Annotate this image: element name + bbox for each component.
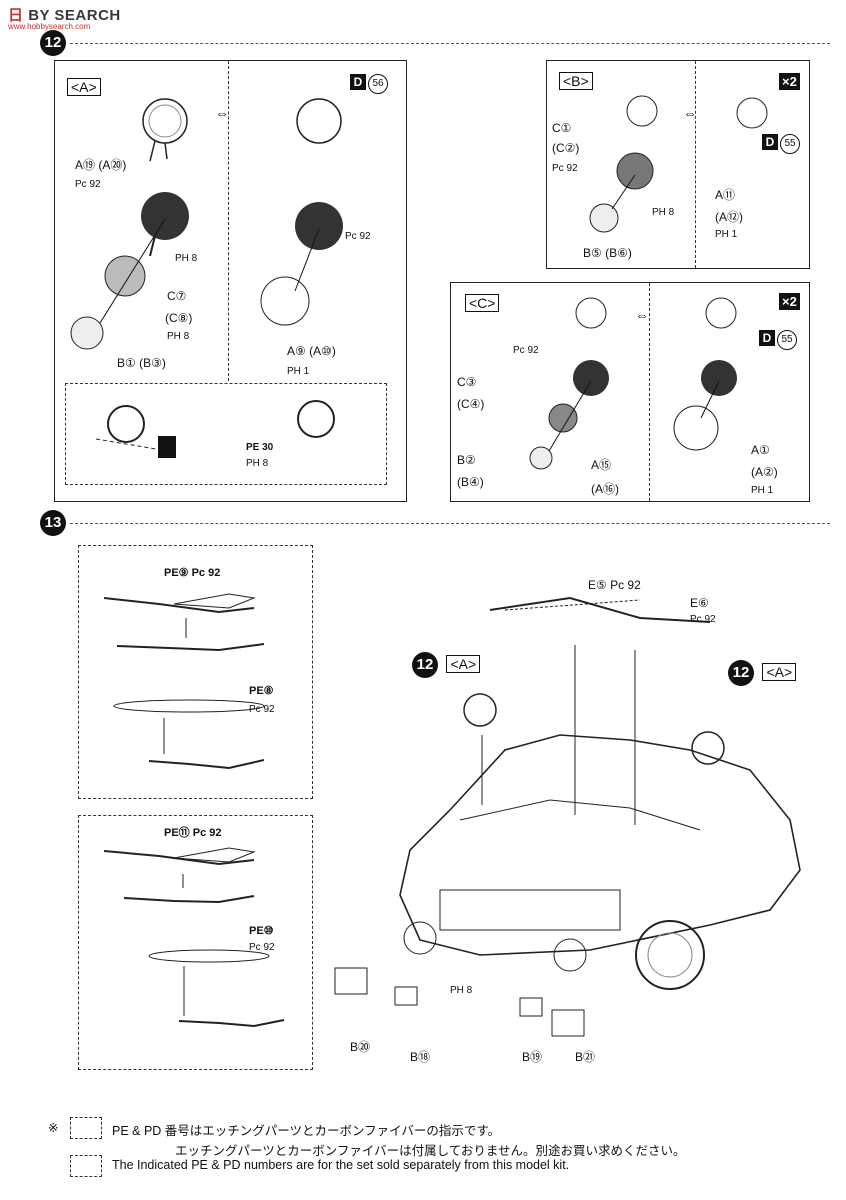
label-pe10: PE⑩ [249, 925, 274, 937]
label-a11: A⑪ [715, 188, 736, 202]
label-pc92: Pc 92 [249, 942, 275, 953]
label-pe30: PE 30 [246, 442, 274, 453]
label-a16: (A⑯) [591, 482, 619, 496]
label-b2: B② [457, 453, 476, 467]
dashed-box-icon [70, 1155, 102, 1177]
label-ph1: PH 1 [287, 366, 310, 377]
label-ph1: PH 1 [715, 229, 738, 240]
label-a19: A⑲ (A⑳) [75, 158, 127, 172]
label-c8: (C⑧) [165, 311, 193, 325]
label-pc92: Pc 92 [552, 163, 578, 174]
label-ph1: PH 1 [751, 485, 774, 496]
watermark-logo: 日 BY SEARCH [8, 7, 121, 24]
step-13-divider [70, 523, 830, 524]
note-line-3: The Indicated PE & PD numbers are for th… [112, 1158, 570, 1172]
watermark-url: www.hobbysearch.com [8, 22, 91, 31]
dashed-box-icon [70, 1117, 102, 1139]
ref-step12-right: 12 <A> [728, 660, 797, 686]
label-b20: B⑳ [350, 1040, 371, 1054]
label-ph8: PH 8 [175, 253, 198, 264]
label-a9: A⑨ (A⑩) [287, 344, 336, 358]
label-ph8: PH 8 [450, 985, 473, 996]
label-pc92: Pc 92 [75, 179, 101, 190]
wiper-detail-box-1: PE⑨ Pc 92 PE⑧ Pc 92 [78, 545, 313, 799]
label-pe9: PE⑨ Pc 92 [164, 567, 221, 579]
step-12-number: 12 [40, 30, 66, 56]
panel-A-tag: <A> [67, 78, 101, 96]
panel-A-divider [228, 61, 229, 381]
label-a1: A① [751, 443, 770, 457]
panel-C-tag: <C> [465, 294, 500, 312]
swap-arrow-icon: ⇔ [635, 307, 649, 323]
label-b19: B⑲ [522, 1050, 543, 1064]
label-c3: C③ [457, 375, 477, 389]
car-illustration [334, 596, 801, 1037]
panel-A-detail-box: PE 30 PH 8 [65, 383, 387, 485]
label-pc92-b: Pc 92 [345, 231, 371, 242]
label-a15: A⑮ [591, 458, 612, 472]
label-pe11: PE⑪ Pc 92 [164, 827, 222, 839]
label-a12: (A⑫) [715, 210, 743, 224]
label-b4: (B④) [457, 475, 484, 489]
x2-badge: ×2 [779, 293, 800, 310]
wiper-detail-box-2: PE⑪ Pc 92 PE⑩ Pc 92 [78, 815, 313, 1070]
note-mark: ※ [48, 1121, 59, 1135]
label-c1: C① [552, 121, 572, 135]
label-pc92: Pc 92 [513, 345, 539, 356]
label-a2: (A②) [751, 465, 778, 479]
x2-badge: ×2 [779, 73, 800, 90]
swap-arrow-icon: ⇔ [683, 105, 697, 121]
label-e5: E⑤ Pc 92 [588, 578, 641, 592]
note-line-1: PE & PD 番号はエッチングパーツとカーボンファイバーの指示です。 [112, 1124, 501, 1138]
label-c7: C⑦ [167, 289, 187, 303]
label-pc92: Pc 92 [249, 704, 275, 715]
label-c2: (C②) [552, 141, 580, 155]
label-b1: B① (B③) [117, 356, 166, 370]
step-12-divider [70, 43, 830, 44]
swap-arrow-icon: ⇔ [215, 105, 229, 121]
label-ph8-b: PH 8 [167, 331, 190, 342]
label-e6: E⑥ [690, 596, 709, 610]
note-line-2: エッチングパーツとカーボンファイバーは付属しておりません。別途お買い求めください… [175, 1144, 686, 1158]
label-pe8: PE⑧ [249, 685, 274, 697]
label-b18: B⑱ [410, 1050, 431, 1064]
ref-step12-left: 12 <A> [412, 652, 481, 678]
panel-A-drawing [70, 98, 343, 350]
step-13-number: 13 [40, 510, 66, 536]
label-ph8: PH 8 [652, 207, 675, 218]
label-ph8-c: PH 8 [246, 458, 269, 469]
label-c4: (C④) [457, 397, 485, 411]
panel-B-tag: <B> [559, 72, 593, 90]
label-b5: B⑤ (B⑥) [583, 246, 632, 260]
label-b21: B㉑ [575, 1050, 596, 1064]
label-pc92: Pc 92 [690, 614, 716, 625]
